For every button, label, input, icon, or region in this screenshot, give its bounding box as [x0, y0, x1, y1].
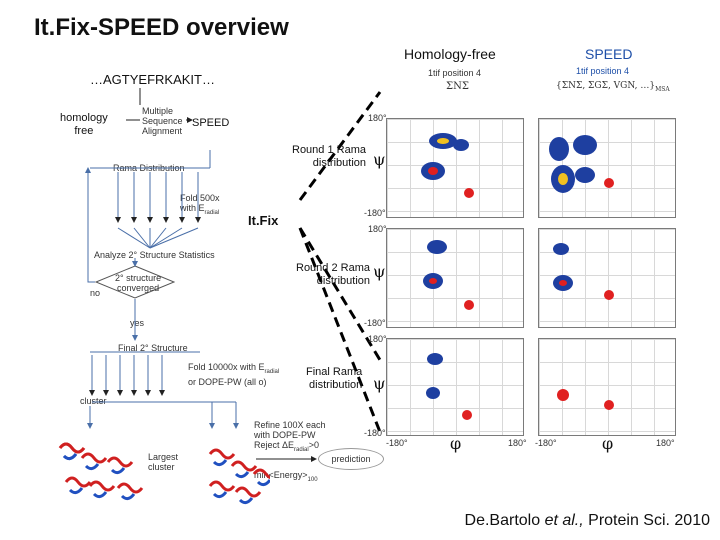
col2-title: SPEED — [585, 46, 633, 62]
phi-symbol-2: φ — [602, 434, 614, 453]
cluster-label: cluster — [80, 396, 107, 406]
rama-panel-hf-r2 — [386, 228, 524, 328]
rama-panel-speed-r1 — [538, 118, 676, 218]
tick-180-r3: 180° — [368, 334, 387, 344]
no-label: no — [90, 288, 101, 298]
yes-label: yes — [130, 318, 145, 328]
largest-cluster-label: Largest cluster — [148, 452, 179, 472]
col1-title: Homology-free — [404, 46, 496, 62]
psi-symbol-3: ψ — [373, 374, 386, 393]
tick-180-bottom-2: 180° — [656, 438, 675, 448]
converged-decision — [95, 265, 175, 299]
final-rama-label: Final Rama distribution — [306, 366, 363, 391]
col2-code: {ΣNΣ, ΣGΣ, VGN, …}MSA — [556, 81, 670, 93]
tick-m180-bottom-2: -180° — [535, 438, 557, 448]
structure-clusters — [58, 442, 270, 505]
converged-label: 2° structure converged — [115, 273, 162, 293]
tick-180-r2: 180° — [368, 224, 387, 234]
itfix-label: It.Fix — [248, 213, 279, 228]
tick-m180-r1: -180° — [364, 208, 386, 218]
tick-m180-bottom-1: -180° — [386, 438, 408, 448]
final-structure-label: Final 2° Structure — [118, 343, 188, 353]
prediction-box: prediction — [318, 448, 384, 470]
tick-180-r1: 180° — [368, 113, 387, 123]
col1-sub: 1tif position 4 — [428, 68, 482, 78]
rama-panel-hf-r1 — [386, 118, 524, 218]
col2-sub: 1tif position 4 — [576, 66, 630, 76]
col1-code: ΣNΣ — [446, 81, 469, 92]
psi-symbol-2: ψ — [373, 262, 386, 281]
page-title: It.Fix-SPEED overview — [34, 14, 289, 41]
rama-panel-hf-r3 — [386, 338, 524, 436]
tick-180-bottom-1: 180° — [508, 438, 527, 448]
sequence-label: …AGTYEFRKAKIT… — [90, 72, 215, 87]
msa-label: Multiple Sequence Alignment — [142, 106, 183, 136]
psi-symbol-1: ψ — [373, 150, 386, 169]
speed-label-left: SPEED — [192, 117, 230, 129]
rama-panel-speed-r3 — [538, 338, 676, 436]
min-energy-label: min<Energy>100 — [254, 470, 318, 483]
round1-label: Round 1 Rama distribution — [292, 144, 366, 169]
homology-free-label: homology free — [60, 112, 108, 137]
round2-label: Round 2 Rama distribution — [296, 262, 370, 287]
fold-500-label: Fold 500x with Eradial — [180, 193, 220, 216]
analyze-label: Analyze 2° Structure Statistics — [94, 250, 215, 260]
tick-m180-r2: -180° — [364, 318, 386, 328]
refine-label: Refine 100X each with DOPE-PW Reject ΔEr… — [254, 420, 326, 453]
tick-m180-r3: -180° — [364, 428, 386, 438]
citation: De.Bartolo et al., Protein Sci. 2010 — [464, 512, 710, 529]
rama-panel-speed-r2 — [538, 228, 676, 328]
phi-symbol-1: φ — [450, 434, 462, 453]
